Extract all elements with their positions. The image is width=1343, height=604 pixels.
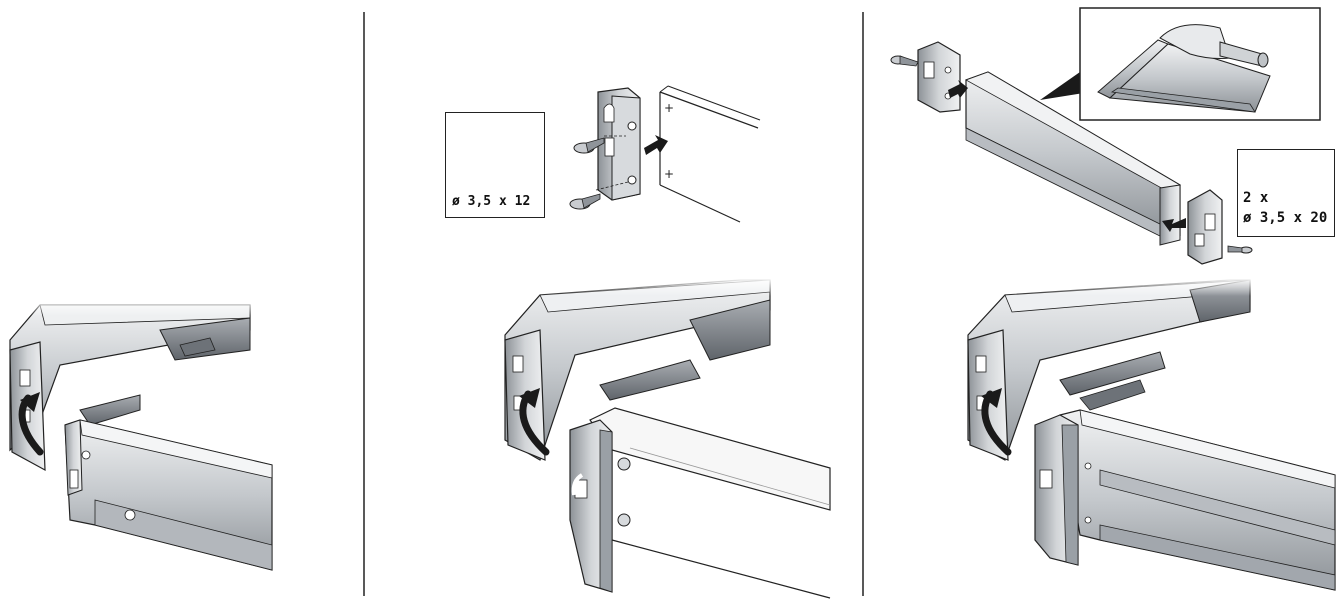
detail-callout: [1079, 7, 1321, 121]
insert-arrow: [644, 135, 668, 155]
svg-text:+: +: [664, 167, 674, 181]
panel-3-screw-box: [1237, 149, 1335, 237]
svg-text:+: +: [664, 101, 674, 115]
screw-lower: [569, 181, 629, 210]
panel-3-screw-size: ø 3,5 x 20: [1243, 210, 1328, 226]
panel-3-top-assembly: [890, 41, 1253, 265]
callout-pointer: [1040, 72, 1090, 100]
panel-2-drawer-corner: [500, 278, 831, 599]
panel-2-top-assembly: + +: [569, 85, 761, 223]
panel-1-drawer-corner: [0, 298, 273, 571]
panel-3-drawer-corner: [960, 278, 1336, 591]
screw-upper: [573, 135, 626, 154]
panel-2-screw-size: ø 3,5 x 12: [452, 194, 531, 209]
panel-3-screw-quantity: 2 x: [1243, 190, 1269, 206]
wood-back-panel: [660, 92, 740, 222]
panel-2-screw-box: [445, 112, 545, 218]
